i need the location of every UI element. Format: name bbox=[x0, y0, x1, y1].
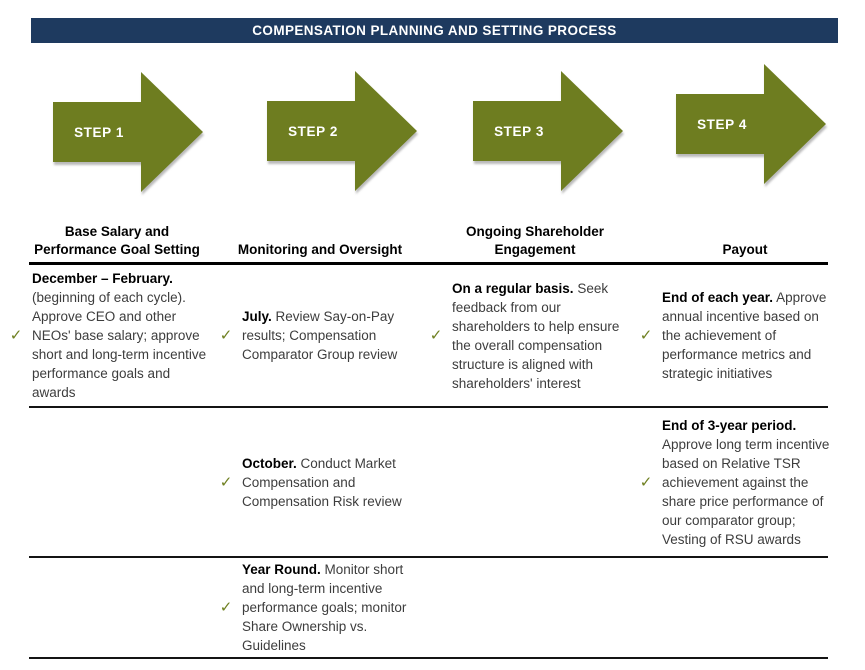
cell-body: (beginning of each cycle). Approve CEO a… bbox=[32, 290, 207, 400]
step-arrow-4: STEP 4 bbox=[676, 64, 826, 184]
cell-text: End of each year. Approve annual incenti… bbox=[662, 288, 838, 383]
step-label: STEP 2 bbox=[288, 123, 338, 139]
heading-line: Performance Goal Setting bbox=[34, 242, 200, 257]
diagram-title: COMPENSATION PLANNING AND SETTING PROCES… bbox=[252, 23, 617, 38]
column-heading-base-salary: Base Salary and Performance Goal Setting bbox=[12, 216, 222, 259]
cell-text: July. Review Say-on-Pay results; Compens… bbox=[242, 307, 414, 364]
cell-text: End of 3-year period. Approve long term … bbox=[662, 416, 838, 549]
check-icon: ✓ bbox=[9, 327, 23, 344]
cell-lead: On a regular basis. bbox=[452, 280, 574, 296]
step-label: STEP 4 bbox=[697, 116, 747, 132]
heading-line: Monitoring and Oversight bbox=[237, 242, 403, 257]
process-cell-end-of-3-year: ✓ End of 3-year period. Approve long ter… bbox=[638, 409, 848, 555]
process-cell-october: ✓ October. Conduct Market Compensation a… bbox=[218, 409, 428, 555]
column-heading-monitoring: Monitoring and Oversight bbox=[215, 216, 425, 259]
step-arrow-1: STEP 1 bbox=[53, 72, 203, 192]
cell-lead: July. bbox=[242, 309, 272, 324]
step-arrow-2: STEP 2 bbox=[267, 71, 417, 191]
cell-text: December – February. (beginning of each … bbox=[32, 269, 216, 402]
heading-line: Payout bbox=[722, 242, 768, 257]
heading-line: Base Salary and bbox=[64, 224, 170, 239]
cell-text: On a regular basis. Seek feedback from o… bbox=[452, 279, 627, 393]
process-cell-goal-setting: ✓ December – February. (beginning of eac… bbox=[8, 266, 218, 405]
cell-text: Year Round. Monitor short and long-term … bbox=[242, 560, 414, 655]
step-arrow-3: STEP 3 bbox=[473, 71, 623, 191]
check-icon: ✓ bbox=[219, 327, 233, 344]
row-divider bbox=[29, 556, 828, 558]
arrow-shape bbox=[473, 71, 623, 191]
cell-lead: December – February. bbox=[32, 271, 173, 286]
process-cell-july: ✓ July. Review Say-on-Pay results; Compe… bbox=[218, 266, 428, 405]
column-heading-payout: Payout bbox=[640, 216, 850, 259]
heading-line: Ongoing Shareholder bbox=[465, 224, 604, 239]
cell-body: Approve annual incentive based on the ac… bbox=[662, 290, 827, 381]
arrow-shape bbox=[676, 64, 826, 184]
step-label: STEP 3 bbox=[494, 123, 544, 139]
cell-lead: Year Round. bbox=[242, 562, 321, 577]
arrow-shape bbox=[53, 72, 203, 192]
arrow-shape bbox=[267, 71, 417, 191]
step-label: STEP 1 bbox=[74, 124, 124, 140]
row-divider bbox=[29, 657, 828, 659]
cell-body: Conduct Market Compensation and Compensa… bbox=[242, 455, 402, 509]
cell-lead: End of each year. bbox=[662, 290, 774, 305]
cell-body: Approve long term incentive based on Rel… bbox=[662, 436, 830, 547]
check-icon: ✓ bbox=[219, 473, 233, 491]
check-icon: ✓ bbox=[219, 599, 233, 616]
check-icon: ✓ bbox=[639, 327, 653, 344]
process-cell-end-of-year: ✓ End of each year. Approve annual incen… bbox=[638, 266, 848, 405]
process-cell-regular-basis: ✓ On a regular basis. Seek feedback from… bbox=[428, 266, 638, 405]
header-rule bbox=[29, 262, 828, 265]
cell-body: Review Say-on-Pay results; Compensation … bbox=[242, 309, 398, 362]
row-divider bbox=[29, 406, 828, 408]
column-heading-shareholder: Ongoing Shareholder Engagement bbox=[430, 216, 640, 259]
cell-body: Monitor short and long-term incentive pe… bbox=[242, 562, 407, 653]
cell-lead: October. bbox=[242, 455, 297, 471]
cell-lead: End of 3-year period. bbox=[662, 417, 797, 433]
process-cell-year-round: ✓ Year Round. Monitor short and long-ter… bbox=[218, 559, 428, 656]
cell-text: October. Conduct Market Compensation and… bbox=[242, 454, 414, 511]
check-icon: ✓ bbox=[429, 327, 443, 344]
check-icon: ✓ bbox=[639, 473, 653, 491]
heading-line: Engagement bbox=[494, 242, 576, 257]
title-bar: COMPENSATION PLANNING AND SETTING PROCES… bbox=[31, 18, 838, 43]
cell-body: Seek feedback from our shareholders to h… bbox=[452, 280, 620, 391]
